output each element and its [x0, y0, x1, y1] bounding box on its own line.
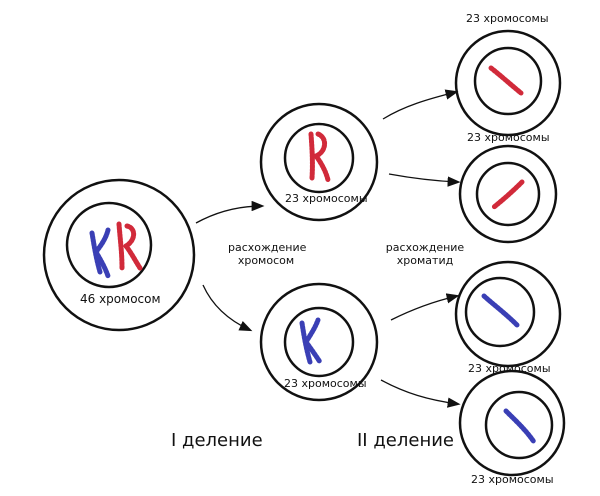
division2-cell-4-chromatid: [503, 408, 537, 445]
chromosome-separation-label: расхождение хромосом: [228, 241, 307, 267]
chromatid-separation-label: расхождение хроматид: [385, 241, 465, 267]
arrow-top-to-cell2: [388, 173, 461, 187]
parent-maternal-chromosome: [116, 221, 143, 271]
parent-cell-nucleus: [65, 201, 153, 289]
division2-cell-4: [458, 369, 566, 477]
division2-cell-2-nucleus: [475, 161, 541, 227]
arrow-parent-to-bottom: [202, 284, 253, 332]
division2-cell-1: [454, 29, 562, 137]
division2-cell-2: [458, 144, 558, 244]
division2-cell-1-nucleus: [473, 46, 543, 116]
division2-cell-3-label: 23 хромосомы: [468, 362, 551, 375]
division1-bottom-chromosome: [299, 317, 323, 365]
division1-top-cell-nucleus: [283, 122, 355, 194]
division2-cell-3-chromatid: [481, 293, 520, 328]
division1-top-chromosome: [308, 131, 331, 183]
division2-cell-4-membrane: [458, 369, 566, 477]
division1-bottom-cell-label: 23 хромосомы: [284, 377, 367, 390]
division2-cell-2-label: 23 хромосомы: [467, 131, 550, 144]
division1-top-cell: [259, 102, 379, 222]
division2-cell-3-nucleus: [464, 276, 536, 348]
arrow-top-to-cell1: [382, 89, 459, 120]
first-division-label: I деление: [171, 430, 263, 451]
division2-cell-2-membrane: [458, 144, 558, 244]
division2-cell-1-membrane: [454, 29, 562, 137]
division2-cell-4-label: 23 хромосомы: [471, 473, 554, 486]
chromosome-separation-line2: хромосом: [237, 253, 295, 267]
division2-cell-4-nucleus: [484, 390, 554, 460]
division1-bottom-cell-nucleus: [283, 306, 355, 378]
arrow-parent-to-top: [195, 200, 265, 224]
chromosome-separation-line1: расхождение: [228, 241, 307, 254]
division2-cell-3-membrane: [454, 260, 562, 368]
division1-bottom-cell-membrane: [259, 282, 379, 402]
arrow-bottom-to-cell4: [380, 379, 461, 408]
division1-top-cell-membrane: [259, 102, 379, 222]
division2-cell-2-chromatid: [491, 179, 525, 210]
division1-top-cell-label: 23 хромосомы: [285, 192, 368, 205]
division2-cell-3: [454, 260, 562, 368]
division2-cell-1-label: 23 хромосомы: [466, 12, 549, 25]
parent-paternal-chromosome: [89, 227, 111, 279]
division2-cell-1-chromatid: [488, 65, 524, 96]
second-division-label: II деление: [357, 430, 454, 451]
parent-cell-membrane: [42, 178, 196, 332]
parent-cell: [42, 178, 196, 332]
division1-bottom-cell: [259, 282, 379, 402]
chromatid-separation-line1: расхождение: [385, 241, 465, 254]
chromatid-separation-line2: хроматид: [396, 253, 454, 267]
arrow-bottom-to-cell3: [390, 293, 460, 321]
parent-cell-label: 46 хромосом: [80, 292, 161, 306]
